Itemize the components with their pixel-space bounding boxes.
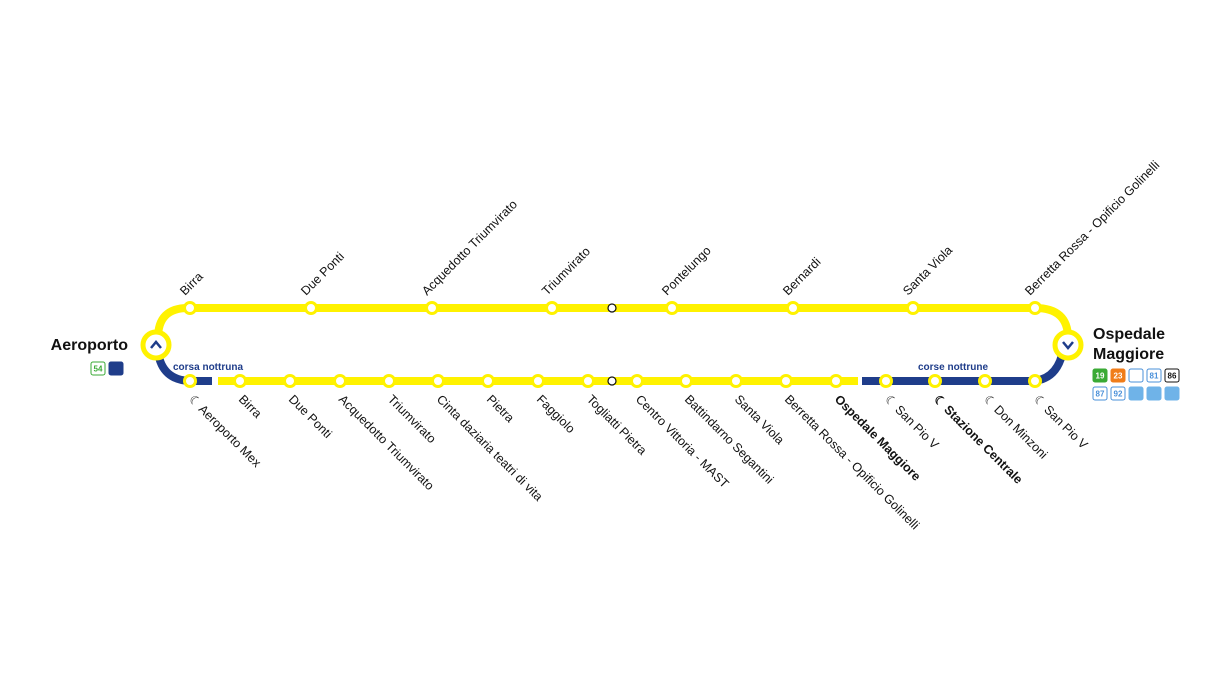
route-line-top bbox=[154, 304, 1072, 342]
bottom-stop-label: Pietra bbox=[484, 392, 517, 425]
bottom-stop-marker bbox=[630, 374, 644, 388]
terminal-name-ospedale-line1: Ospedale bbox=[1093, 326, 1165, 343]
line-badge bbox=[1128, 386, 1144, 401]
top-stop-marker bbox=[425, 301, 439, 315]
top-stop-label: Birra bbox=[177, 270, 206, 299]
bottom-stop-marker bbox=[978, 374, 992, 388]
bottom-stop-marker bbox=[531, 374, 545, 388]
terminal-marker-left bbox=[140, 329, 172, 361]
bottom-stop-label: Santa Viola bbox=[732, 392, 787, 447]
bottom-stop-marker bbox=[283, 374, 297, 388]
line-badge bbox=[1092, 368, 1108, 383]
line-badge bbox=[1110, 368, 1126, 383]
top-stops-group: Birra Due Ponti Acquedotto Triumvirato Triu… bbox=[177, 158, 1162, 315]
bottom-stop-label: Battindarno Segantini bbox=[682, 392, 776, 486]
top-stop-marker bbox=[1028, 301, 1042, 315]
top-stop-label: Triumvirato bbox=[539, 244, 593, 298]
people-mover-icon bbox=[108, 361, 124, 376]
line-badge-label: 86 bbox=[1168, 372, 1177, 381]
top-stop-label: Acquedotto Triumvirato bbox=[419, 197, 520, 298]
terminal-name-aeroporto: Aeroporto bbox=[51, 337, 129, 354]
bottom-stop-label: Acquedotto Triumvirato bbox=[336, 392, 437, 493]
line-badge-label: 23 bbox=[1114, 372, 1123, 381]
top-stop-label: Berretta Rossa - Opificio Golinelli bbox=[1022, 158, 1162, 298]
top-stop-marker-minor bbox=[607, 303, 617, 313]
line-badge-label: 92 bbox=[1114, 390, 1123, 399]
bottom-stop-marker bbox=[382, 374, 396, 388]
bottom-stop-marker bbox=[233, 374, 247, 388]
bottom-stop-marker bbox=[829, 374, 843, 388]
bottom-stop-label: Centro Vittoria - MAST bbox=[633, 392, 732, 491]
bottom-stop-marker bbox=[679, 374, 693, 388]
bottom-stop-label: Triumvirato bbox=[385, 392, 439, 446]
top-stop-marker bbox=[545, 301, 559, 315]
line-badge bbox=[1110, 386, 1126, 401]
line-badge-label: 19 bbox=[1096, 372, 1105, 381]
top-stop-label: Santa Viola bbox=[900, 243, 955, 298]
top-stop-marker bbox=[304, 301, 318, 315]
bottom-stop-marker bbox=[581, 374, 595, 388]
bottom-stop-marker bbox=[183, 374, 197, 388]
bottom-stop-marker bbox=[431, 374, 445, 388]
night-label-left: corsa nottruna bbox=[173, 362, 243, 373]
bottom-stop-label: Due Ponti bbox=[286, 392, 335, 441]
line-badge bbox=[1128, 368, 1144, 383]
line-badge bbox=[1146, 386, 1162, 401]
bottom-stop-label: Faggiolo bbox=[534, 392, 578, 436]
bottom-stop-marker bbox=[928, 374, 942, 388]
line-badge-label: 87 bbox=[1096, 390, 1105, 399]
top-stop-label: Bernardi bbox=[780, 255, 823, 298]
bottom-stop-marker bbox=[481, 374, 495, 388]
bottom-stop-label: Ospedale Maggiore bbox=[832, 392, 923, 483]
line-badge-label: 81 bbox=[1150, 372, 1159, 381]
top-stop-marker bbox=[786, 301, 800, 315]
bottom-stop-label: Cinta daziaria teatri di vita bbox=[434, 392, 546, 504]
bottom-stop-label-night: ☾ Stazione Centrale bbox=[931, 392, 1025, 486]
line-badge bbox=[1164, 368, 1180, 383]
top-stop-label: Pontelungo bbox=[659, 243, 714, 298]
top-stop-marker bbox=[183, 301, 197, 315]
connection-badges: 54 19 23 81 86 87 92 bbox=[90, 361, 1180, 401]
bottom-stop-marker bbox=[333, 374, 347, 388]
top-stop-label: Due Ponti bbox=[298, 249, 347, 298]
terminal-marker-right bbox=[1052, 329, 1084, 361]
top-stop-marker bbox=[665, 301, 679, 315]
bottom-stop-marker bbox=[779, 374, 793, 388]
line-badge bbox=[1092, 386, 1108, 401]
bottom-stop-marker bbox=[1028, 374, 1042, 388]
bottom-stop-marker bbox=[729, 374, 743, 388]
line-badge bbox=[1146, 368, 1162, 383]
bottom-stop-marker bbox=[879, 374, 893, 388]
terminal-name-ospedale-line2: Maggiore bbox=[1093, 346, 1164, 363]
night-label-right: corse nottrune bbox=[918, 362, 988, 373]
line-badge-label: 54 bbox=[94, 365, 103, 374]
top-stop-marker bbox=[906, 301, 920, 315]
bottom-stop-marker-minor bbox=[607, 376, 617, 386]
bottom-stop-label: Birra bbox=[236, 392, 265, 421]
line-badge bbox=[90, 361, 106, 376]
line-badge bbox=[1164, 386, 1180, 401]
